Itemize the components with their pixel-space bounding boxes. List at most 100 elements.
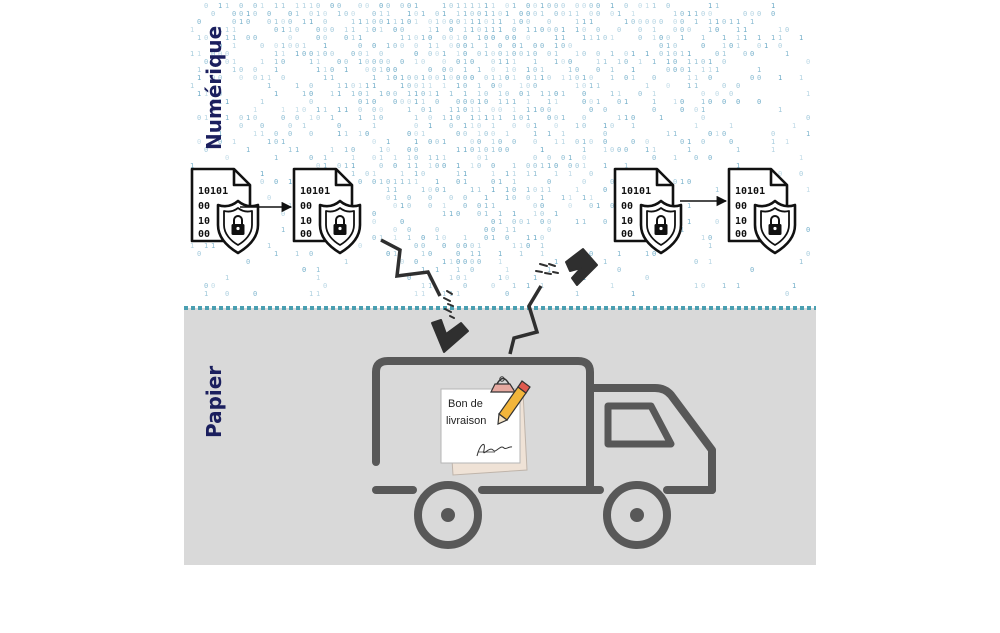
svg-text:0: 0 (652, 154, 656, 162)
svg-text:1: 1 (351, 34, 355, 42)
svg-text:1: 1 (442, 74, 446, 82)
svg-text:0: 0 (624, 146, 628, 154)
svg-text:1: 1 (414, 90, 418, 98)
svg-text:1: 1 (365, 82, 369, 90)
svg-text:1: 1 (344, 258, 348, 266)
svg-text:0: 0 (309, 50, 313, 58)
svg-text:1: 1 (456, 106, 460, 114)
svg-text:0: 0 (673, 18, 677, 26)
svg-text:0: 0 (393, 98, 397, 106)
svg-text:0: 0 (400, 26, 404, 34)
svg-text:0: 0 (295, 26, 299, 34)
svg-text:0: 0 (428, 34, 432, 42)
svg-text:0: 0 (414, 50, 418, 58)
svg-text:0: 0 (715, 26, 719, 34)
svg-text:1: 1 (400, 74, 404, 82)
svg-text:1: 1 (386, 18, 390, 26)
svg-text:0: 0 (323, 34, 327, 42)
svg-text:0: 0 (456, 242, 460, 250)
svg-text:1: 1 (512, 114, 516, 122)
svg-text:1: 1 (421, 10, 425, 18)
svg-text:0: 0 (225, 50, 229, 58)
svg-text:0: 0 (589, 170, 593, 178)
svg-text:1: 1 (757, 34, 761, 42)
svg-text:1: 1 (267, 242, 271, 250)
svg-text:1: 1 (365, 50, 369, 58)
svg-text:0: 0 (330, 66, 334, 74)
svg-text:1: 1 (449, 258, 453, 266)
svg-text:1: 1 (498, 210, 502, 218)
svg-text:1: 1 (456, 34, 460, 42)
svg-text:1: 1 (477, 2, 481, 10)
svg-text:0: 0 (477, 122, 481, 130)
svg-text:0: 0 (582, 178, 586, 186)
svg-text:0: 0 (526, 34, 530, 42)
svg-text:0: 0 (547, 114, 551, 122)
svg-text:0: 0 (477, 154, 481, 162)
svg-text:1: 1 (414, 162, 418, 170)
svg-text:1: 1 (505, 66, 509, 74)
svg-text:0: 0 (540, 234, 544, 242)
svg-text:1: 1 (337, 130, 341, 138)
svg-text:1: 1 (687, 202, 691, 210)
svg-text:0: 0 (603, 34, 607, 42)
svg-text:1: 1 (435, 266, 439, 274)
svg-text:1: 1 (505, 50, 509, 58)
svg-text:1: 1 (540, 242, 544, 250)
svg-text:1: 1 (498, 250, 502, 258)
svg-text:1: 1 (442, 210, 446, 218)
svg-text:1: 1 (533, 234, 537, 242)
svg-text:1: 1 (484, 2, 488, 10)
svg-text:0: 0 (456, 18, 460, 26)
svg-text:0: 0 (694, 154, 698, 162)
svg-text:1: 1 (701, 66, 705, 74)
svg-text:1: 1 (715, 66, 719, 74)
svg-text:0: 0 (652, 106, 656, 114)
svg-text:0: 0 (365, 2, 369, 10)
svg-text:1: 1 (519, 242, 523, 250)
svg-text:1: 1 (435, 90, 439, 98)
svg-text:1: 1 (533, 170, 537, 178)
svg-text:0: 0 (554, 10, 558, 18)
svg-text:0: 0 (197, 250, 201, 258)
svg-text:0: 0 (351, 50, 355, 58)
svg-text:1: 1 (498, 90, 502, 98)
svg-text:0: 0 (491, 226, 495, 234)
svg-text:0: 0 (484, 146, 488, 154)
svg-text:0: 0 (729, 90, 733, 98)
svg-text:1: 1 (799, 258, 803, 266)
svg-text:0: 0 (197, 18, 201, 26)
svg-text:1: 1 (617, 250, 621, 258)
svg-text:1: 1 (197, 34, 201, 42)
svg-text:0: 0 (540, 106, 544, 114)
svg-text:1: 1 (645, 250, 649, 258)
svg-text:1: 1 (750, 18, 754, 26)
svg-text:1: 1 (491, 122, 495, 130)
svg-text:1: 1 (421, 130, 425, 138)
svg-text:0: 0 (715, 218, 719, 226)
svg-text:0: 0 (533, 42, 537, 50)
svg-text:1: 1 (204, 114, 208, 122)
svg-text:0: 0 (386, 250, 390, 258)
svg-text:1: 1 (722, 42, 726, 50)
svg-text:1: 1 (806, 186, 810, 194)
svg-text:0: 0 (372, 66, 376, 74)
svg-text:0: 0 (470, 138, 474, 146)
svg-text:1: 1 (498, 26, 502, 34)
svg-text:0: 0 (799, 170, 803, 178)
svg-text:0: 0 (512, 50, 516, 58)
svg-text:1: 1 (190, 242, 194, 250)
svg-text:1: 1 (722, 282, 726, 290)
svg-text:1: 1 (715, 130, 719, 138)
svg-text:0: 0 (414, 82, 418, 90)
svg-text:0: 0 (526, 162, 530, 170)
svg-text:0: 0 (442, 242, 446, 250)
svg-text:1: 1 (610, 66, 614, 74)
svg-text:1: 1 (624, 98, 628, 106)
svg-text:0: 0 (554, 90, 558, 98)
svg-text:0: 0 (491, 66, 495, 74)
svg-text:1: 1 (491, 2, 495, 10)
svg-text:1: 1 (526, 170, 530, 178)
svg-text:1: 1 (526, 26, 530, 34)
